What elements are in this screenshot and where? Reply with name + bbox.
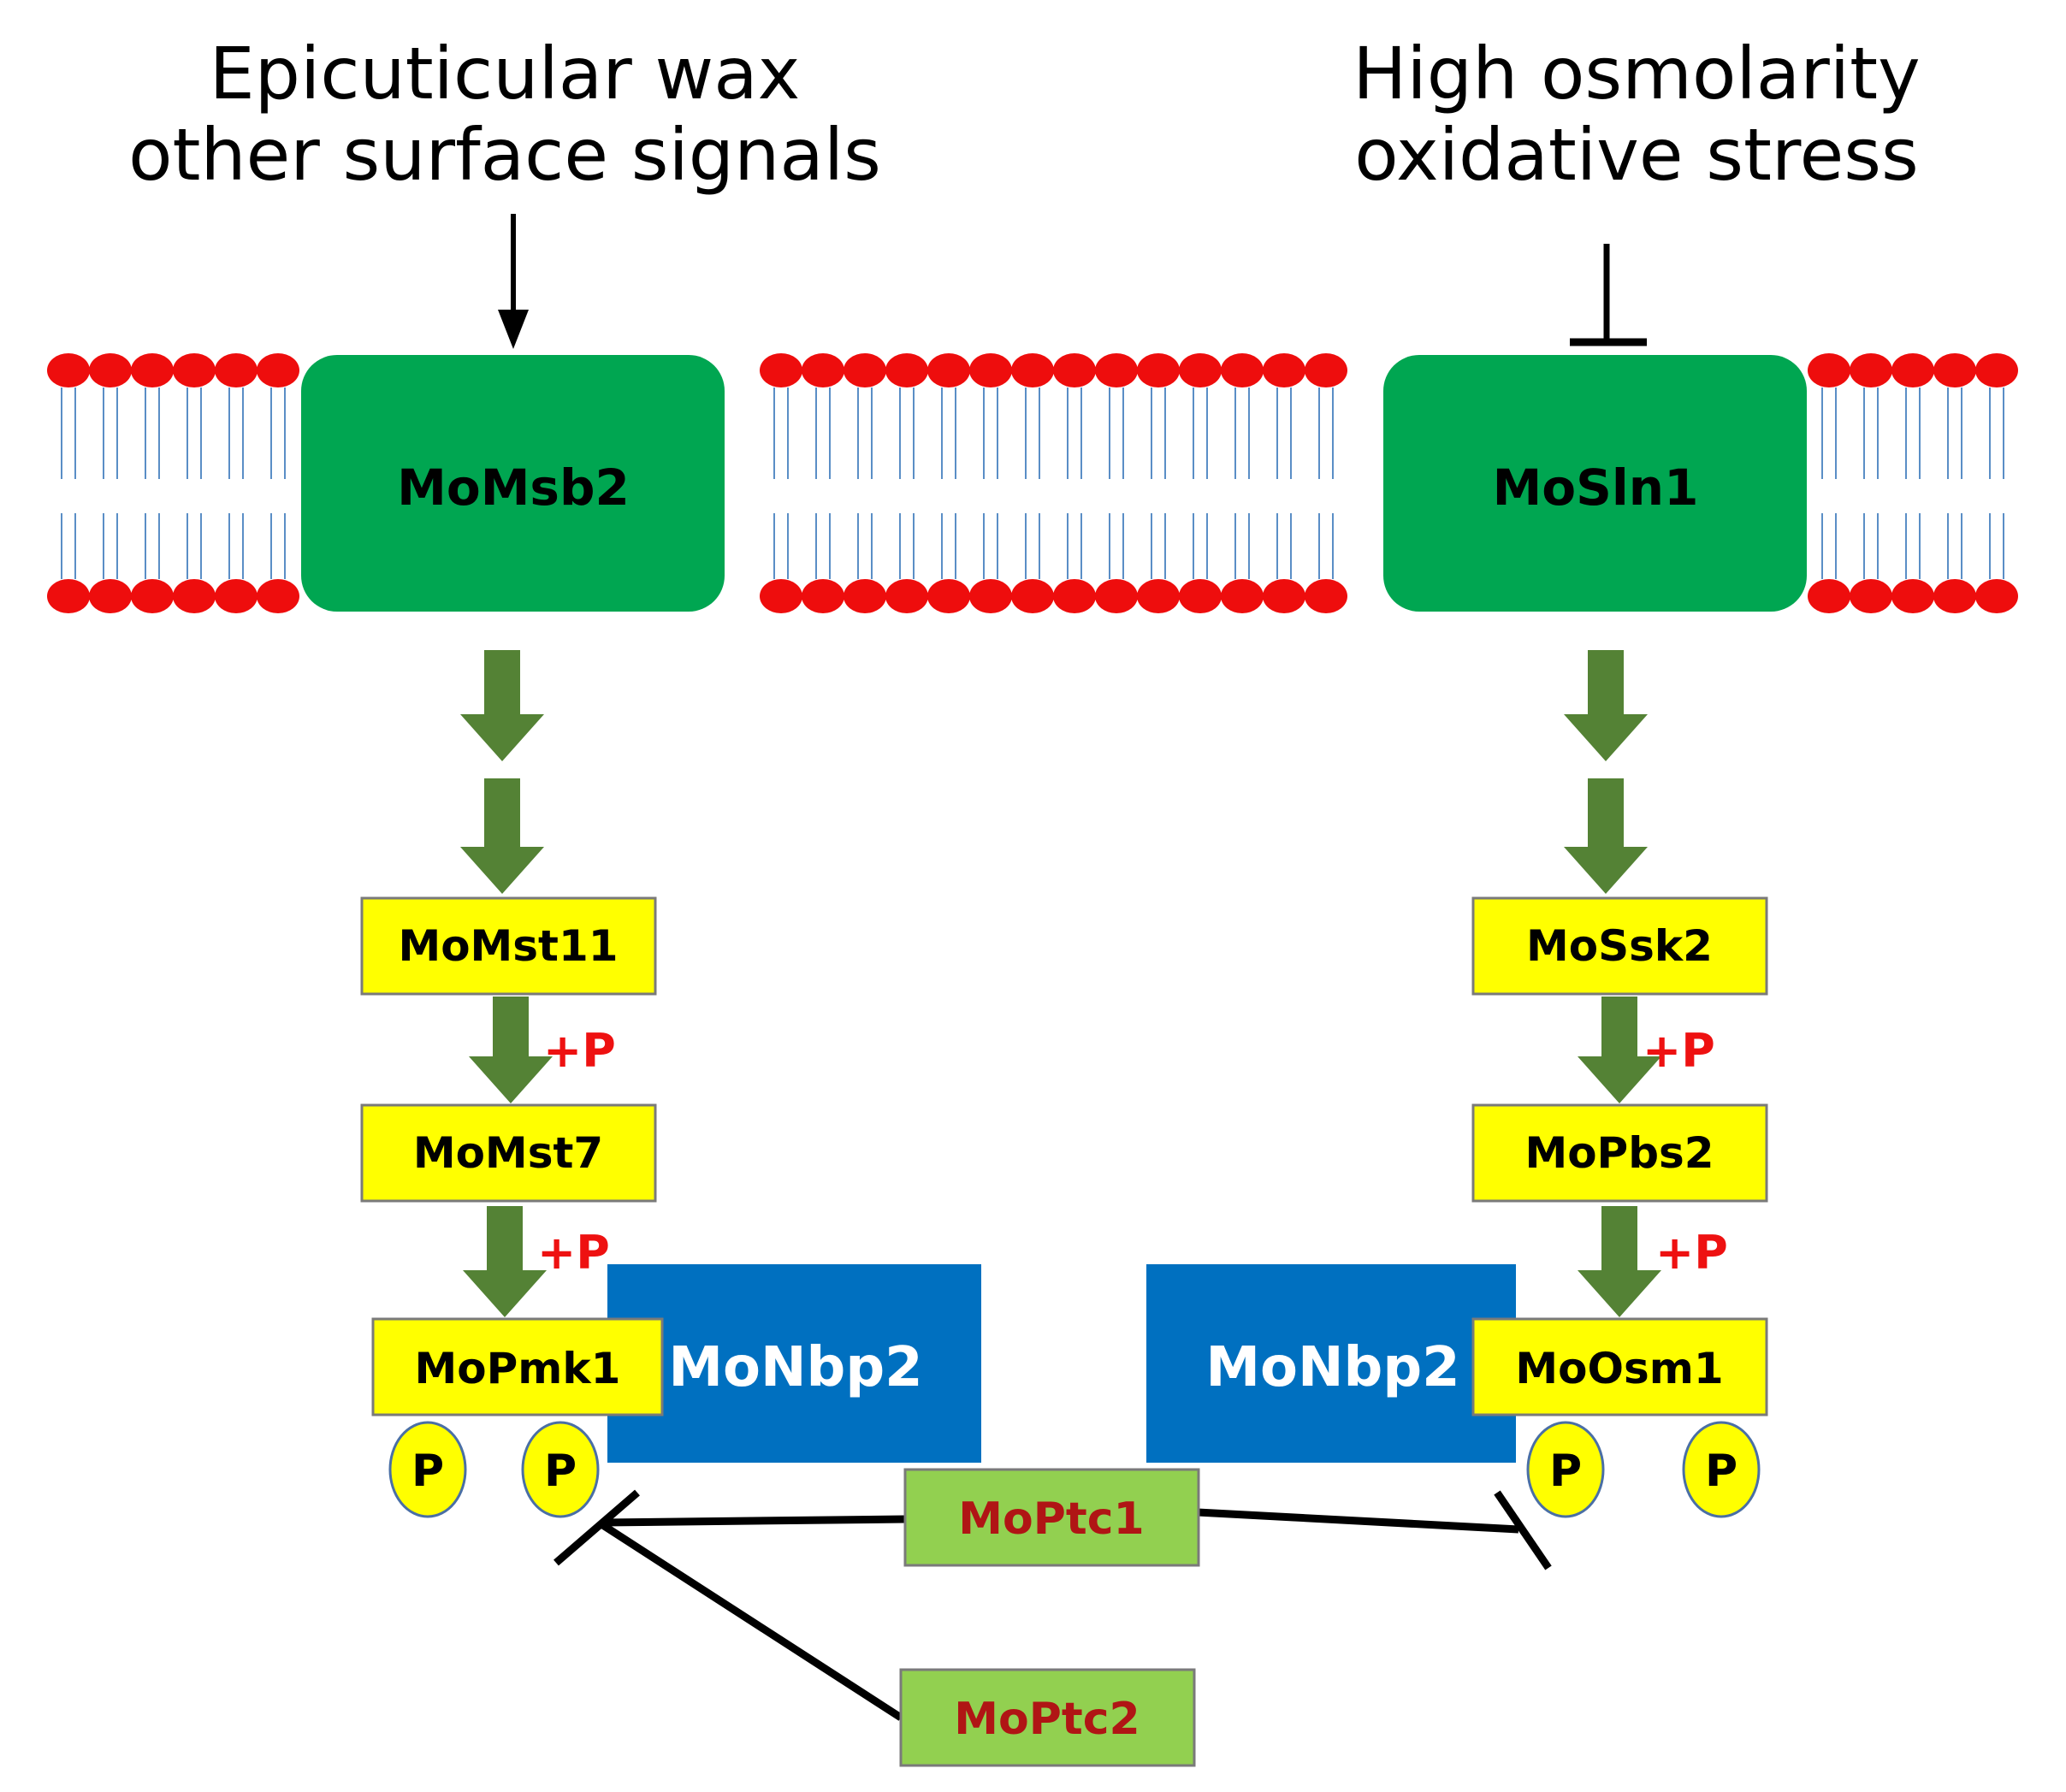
svg-text:P: P — [411, 1446, 444, 1497]
kinase-left-1-label: MoMst11 — [398, 921, 618, 971]
phospho-marker-right-2: P — [1682, 1421, 1761, 1518]
nbp-box-right: MoNbp2 — [1146, 1264, 1516, 1463]
phosphorylation-label-right-2: +P — [1655, 1226, 1728, 1280]
phospho-marker-left-1: P — [388, 1421, 467, 1518]
phosphatase-2-label: MoPtc2 — [954, 1694, 1140, 1745]
kinase-box-mopmk1: MoPmk1 — [371, 1317, 664, 1416]
activation-arrow-icon — [498, 214, 529, 349]
phosphorylation-label-left-1: +P — [543, 1024, 616, 1078]
cascade-arrow-icon — [1564, 778, 1648, 894]
signal-left-line2: other surface signals — [128, 113, 881, 197]
kinase-box-momst7: MoMst7 — [360, 1103, 657, 1203]
phosphatase-1-label: MoPtc1 — [958, 1493, 1144, 1545]
svg-text:P: P — [544, 1446, 577, 1497]
kinase-right-2-label: MoPbs2 — [1524, 1128, 1714, 1178]
svg-text:P: P — [1549, 1446, 1582, 1497]
cascade-arrow-icon — [1564, 650, 1648, 761]
receptor-mosln1: MoSln1 — [1383, 355, 1807, 612]
nbp-left-label: MoNbp2 — [668, 1336, 922, 1399]
ptc2-inhibition — [596, 1519, 903, 1721]
phosphorylation-label-right-1: +P — [1643, 1024, 1715, 1078]
cascade-arrow-icon — [1578, 997, 1661, 1103]
cascade-arrow-icon — [460, 650, 544, 761]
cascade-arrow-icon — [460, 778, 544, 894]
inhibition-bar-icon — [1570, 244, 1647, 346]
membrane-lipid-tails — [61, 387, 2004, 579]
cascade-arrow-icon — [469, 997, 553, 1103]
kinase-box-mopbs2: MoPbs2 — [1471, 1103, 1768, 1203]
cascade-arrow-icon — [1578, 1206, 1661, 1317]
phosphatase-box-moptc2: MoPtc2 — [899, 1668, 1196, 1767]
kinase-box-mossk2: MoSsk2 — [1471, 896, 1768, 996]
phosphatase-box-moptc1: MoPtc1 — [903, 1468, 1200, 1567]
phosphorylation-label-left-2: +P — [537, 1226, 610, 1280]
ptc1-inhibition-right — [1197, 1490, 1552, 1570]
phospho-marker-right-1: P — [1526, 1421, 1605, 1518]
signal-left-line1: Epicuticular wax — [210, 32, 801, 115]
signal-right-line1: High osmolarity — [1353, 32, 1920, 115]
receptor-momsb2: MoMsb2 — [301, 355, 725, 612]
phospho-marker-left-2: P — [521, 1421, 600, 1518]
kinase-box-momst11: MoMst11 — [360, 896, 657, 996]
ptc1-inhibition-left — [553, 1489, 906, 1566]
cascade-arrow-icon — [463, 1206, 547, 1317]
receptor-left-label: MoMsb2 — [397, 458, 630, 517]
nbp-right-label: MoNbp2 — [1205, 1336, 1459, 1399]
membrane-lipid-heads — [47, 353, 2018, 613]
kinase-box-moosm1: MoOsm1 — [1471, 1317, 1768, 1416]
kinase-left-2-label: MoMst7 — [413, 1128, 603, 1178]
nbp-box-left: MoNbp2 — [607, 1264, 981, 1463]
cascade-arrows — [460, 650, 1661, 1317]
receptor-right-label: MoSln1 — [1493, 458, 1699, 517]
kinase-right-3-label: MoOsm1 — [1515, 1344, 1723, 1393]
cell-membrane — [47, 353, 2018, 613]
kinase-right-1-label: MoSsk2 — [1526, 921, 1713, 971]
signal-right-line2: oxidative stress — [1354, 113, 1919, 197]
svg-text:P: P — [1705, 1446, 1737, 1497]
kinase-left-3-label: MoPmk1 — [415, 1344, 621, 1393]
